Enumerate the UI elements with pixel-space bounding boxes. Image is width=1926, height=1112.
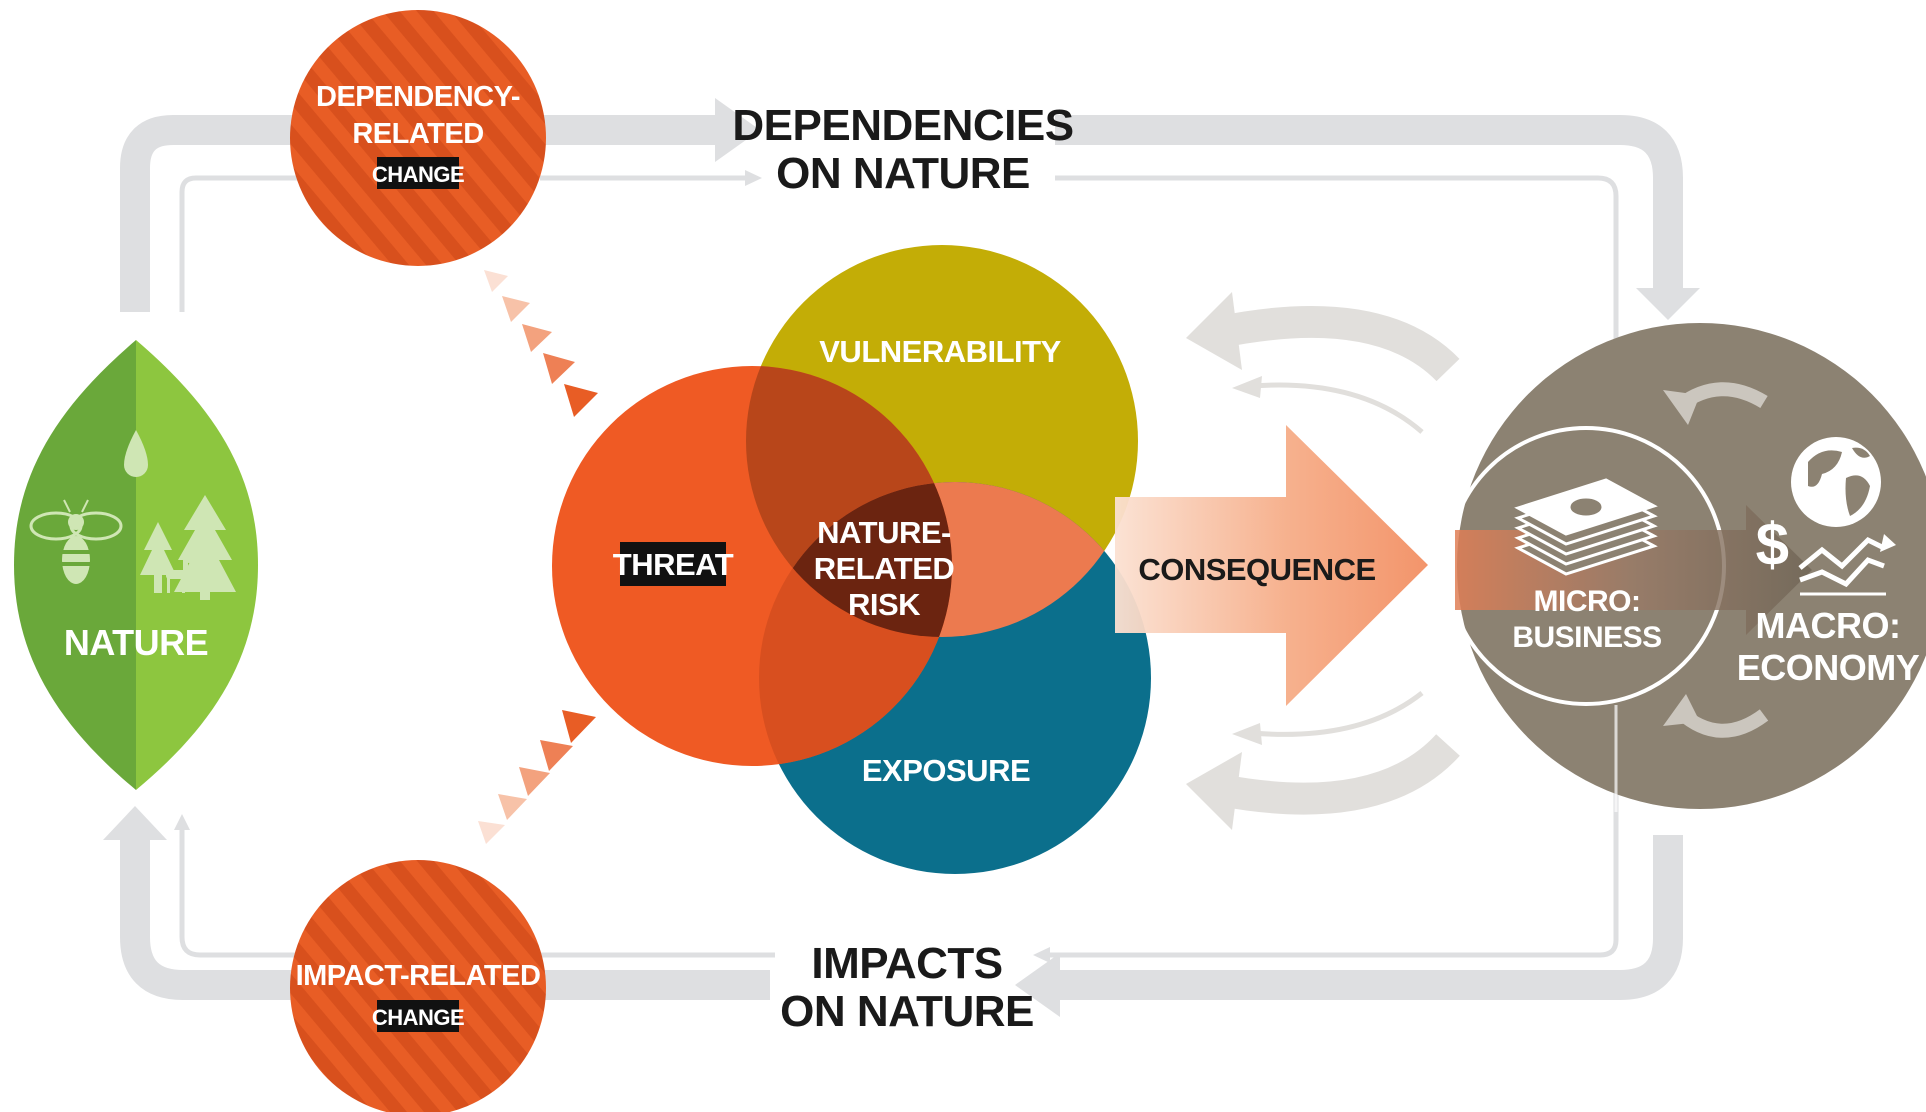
trend-chart-icon bbox=[1798, 534, 1896, 596]
economy-circle: MICRO: BUSINESS $ MACRO: ECONOMY bbox=[1446, 323, 1926, 812]
feedback-arrowheads bbox=[1186, 292, 1262, 830]
impact-triangle-trail bbox=[478, 710, 596, 844]
outer-flow-arrowheads bbox=[103, 98, 1700, 1017]
impacts-heading-line1: IMPACTS bbox=[811, 939, 1002, 988]
dependency-change-line1: DEPENDENCY- bbox=[316, 81, 520, 113]
dependency-change-line2: RELATED bbox=[352, 118, 483, 150]
exposure-label: EXPOSURE bbox=[862, 753, 1030, 788]
water-drop-icon bbox=[124, 430, 148, 477]
macro-label-line2: ECONOMY bbox=[1737, 647, 1920, 688]
risk-label-line2: RELATED bbox=[814, 551, 955, 586]
dependency-change-tag: CHANGE bbox=[372, 162, 464, 187]
tree-icon bbox=[140, 495, 236, 600]
deer-icon bbox=[166, 557, 194, 593]
money-stack-icon bbox=[1514, 478, 1658, 576]
impacts-heading-line2: ON NATURE bbox=[780, 987, 1034, 1036]
consequence-arrow: CONSEQUENCE bbox=[1115, 425, 1428, 706]
nature-label: NATURE bbox=[64, 622, 208, 663]
nature-related-risk-region bbox=[759, 482, 952, 637]
impact-change-line1: IMPACT-RELATED bbox=[296, 960, 541, 992]
dependencies-heading-line2: ON NATURE bbox=[776, 149, 1030, 198]
outer-flow-loop bbox=[120, 115, 1683, 1000]
micro-label-line2: BUSINESS bbox=[1512, 621, 1661, 654]
impact-related-change-node: IMPACT-RELATED CHANGE bbox=[290, 860, 546, 1112]
risk-label-line3: RISK bbox=[848, 587, 921, 622]
threat-label: THREAT bbox=[613, 547, 734, 582]
dependency-related-change-node: DEPENDENCY- RELATED CHANGE bbox=[290, 10, 546, 266]
risk-venn: VULNERABILITY THREAT EXPOSURE NATURE- RE… bbox=[552, 245, 1151, 874]
vulnerability-label: VULNERABILITY bbox=[819, 334, 1061, 369]
micro-label-line1: MICRO: bbox=[1534, 585, 1641, 618]
inner-flow-loop bbox=[179, 175, 1619, 958]
risk-label-line1: NATURE- bbox=[817, 515, 951, 550]
consequence-label: CONSEQUENCE bbox=[1138, 552, 1375, 587]
bee-icon bbox=[29, 499, 123, 584]
dependency-triangle-trail bbox=[484, 270, 598, 417]
dependencies-heading-line1: DEPENDENCIES bbox=[732, 101, 1073, 150]
feedback-arrows bbox=[1216, 305, 1460, 815]
dollar-icon: $ bbox=[1756, 511, 1789, 578]
nature-leaf: NATURE bbox=[14, 340, 258, 790]
impact-change-tag: CHANGE bbox=[372, 1005, 464, 1030]
globe-icon bbox=[1791, 437, 1881, 527]
macro-label-line1: MACRO: bbox=[1756, 605, 1901, 646]
